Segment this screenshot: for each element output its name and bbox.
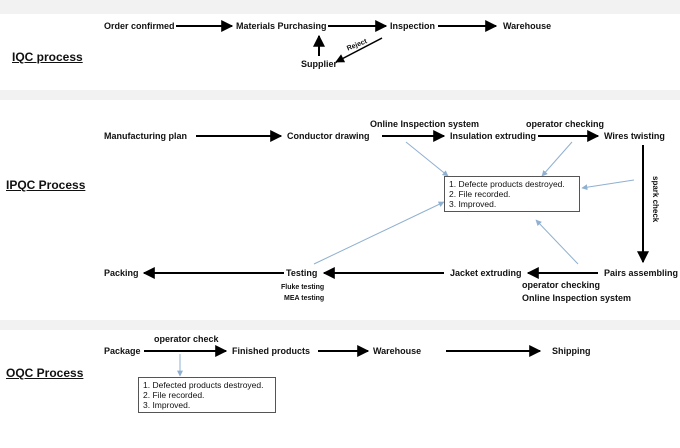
section-band-top <box>0 0 680 14</box>
feedback-testing-to-note <box>313 201 445 265</box>
node-pairs-assembling: Pairs assembling <box>604 268 679 278</box>
feedback-twisting-to-note <box>581 179 635 191</box>
online-inspection-label-bottom: Online Inspection system <box>522 293 632 303</box>
ipqc-section-title: IPQC Process <box>6 178 86 192</box>
mea-testing-label: MEA testing <box>284 295 325 302</box>
operator-checking-label-bottom: operator checking <box>522 280 601 290</box>
feedback-insulation-to-note <box>541 141 573 177</box>
section-band-iqc-ipqc <box>0 90 680 100</box>
node-packing: Packing <box>104 268 139 278</box>
oqc-section-title: OQC Process <box>6 366 84 380</box>
operator-check-label: operator check <box>154 334 219 344</box>
ipqc-note-line-1: 1. Defecte products destroyed. <box>449 179 565 189</box>
iqc-section-title: IQC process <box>12 50 83 64</box>
oqc-note-line-2: 2. File recorded. <box>143 390 205 400</box>
ipqc-note-line-2: 2. File recorded. <box>449 189 511 199</box>
node-conductor-drawing: Conductor drawing <box>287 131 370 141</box>
oqc-note-line-1: 1. Defected products destroyed. <box>143 380 264 390</box>
node-jacket-extruding: Jacket extruding <box>450 268 522 278</box>
operator-checking-label-top: operator checking <box>526 119 605 129</box>
ipqc-note-line-3: 3. Improved. <box>449 199 497 209</box>
node-wires-twisting: Wires twisting <box>604 131 665 141</box>
node-shipping: Shipping <box>552 346 591 356</box>
oqc-corrective-actions-box: 1. Defected products destroyed. 2. File … <box>138 377 276 413</box>
node-order-confirmed: Order confirmed <box>104 21 175 31</box>
fluke-testing-label: Fluke testing <box>281 284 325 291</box>
node-supplier: Supplier <box>301 59 338 69</box>
node-warehouse: Warehouse <box>503 21 552 31</box>
node-insulation-extruding: Insulation extruding <box>450 131 537 141</box>
ipqc-corrective-actions-box: 1. Defecte products destroyed. 2. File r… <box>444 176 580 212</box>
spark-check-label: spark check <box>651 176 660 223</box>
node-package: Package <box>104 346 141 356</box>
section-band-ipqc-oqc <box>0 320 680 330</box>
node-inspection: Inspection <box>390 21 436 31</box>
node-finished-products: Finished products <box>232 346 311 356</box>
node-oqc-warehouse: Warehouse <box>373 346 422 356</box>
arrow-inspection-to-supplier <box>335 37 383 63</box>
feedback-pairs-to-note <box>535 219 579 265</box>
feedback-conductor-to-note <box>405 141 449 177</box>
node-manufacturing-plan: Manufacturing plan <box>104 131 187 141</box>
node-materials-purchasing: Materials Purchasing <box>236 21 327 31</box>
node-testing: Testing <box>286 268 318 278</box>
online-inspection-label-top: Online Inspection system <box>370 119 480 129</box>
oqc-note-line-3: 3. Improved. <box>143 400 191 410</box>
